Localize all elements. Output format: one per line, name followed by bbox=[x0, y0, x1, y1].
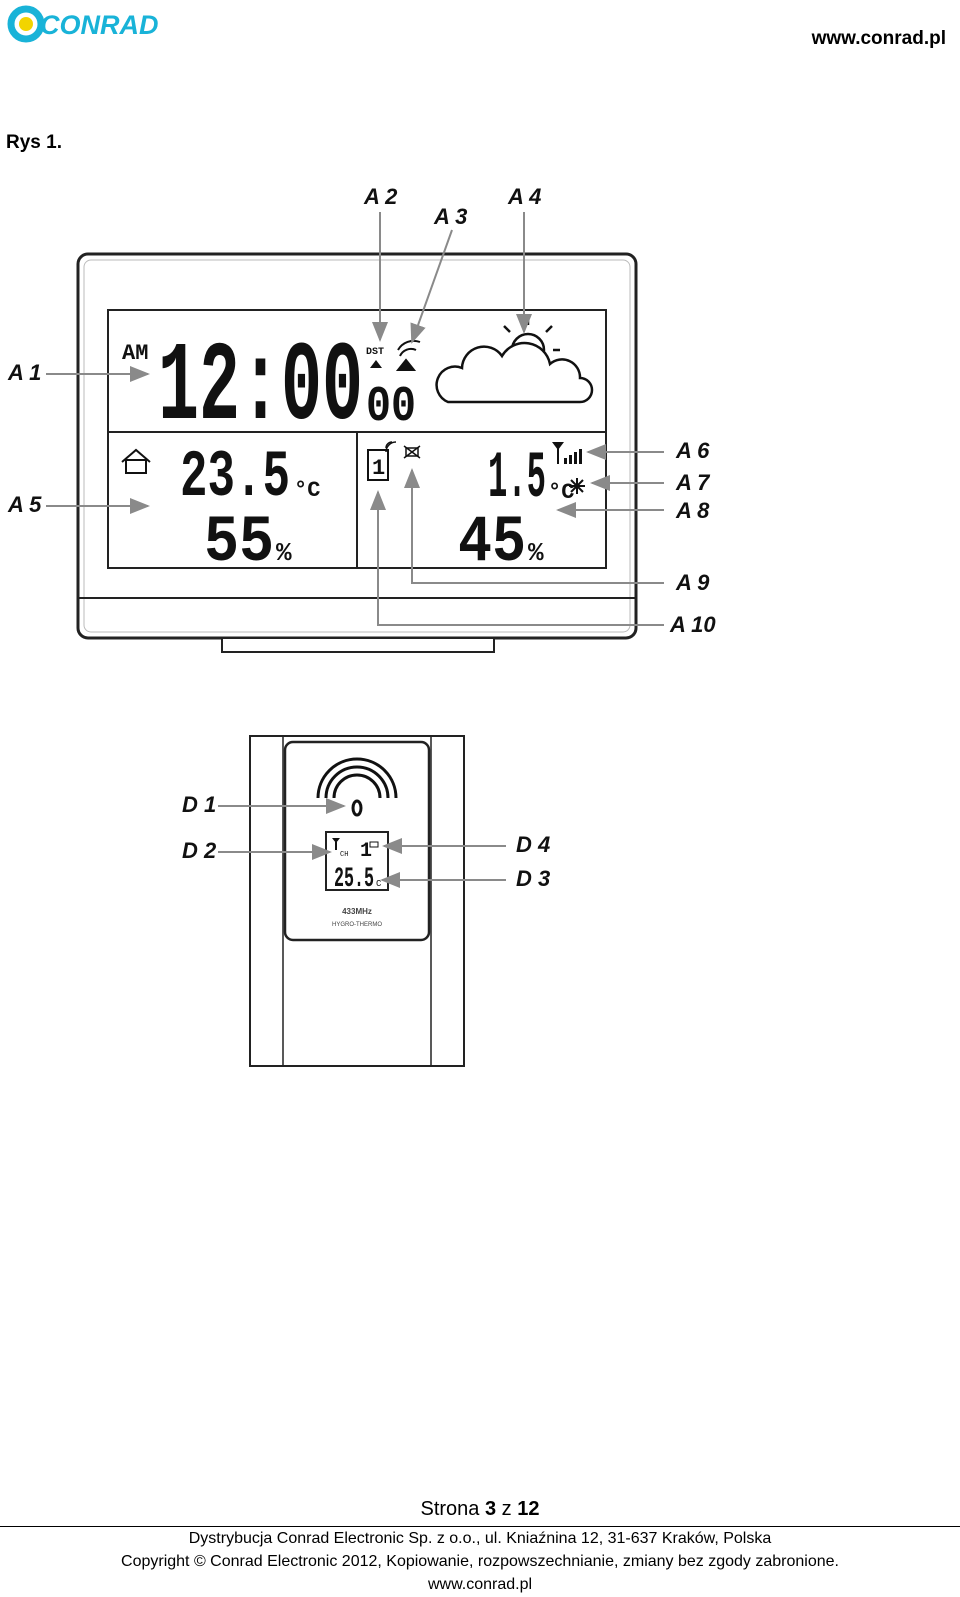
label-a1: A 1 bbox=[7, 360, 41, 385]
sensor-signal-icon bbox=[385, 441, 397, 453]
indoor-humidity: 55 bbox=[204, 505, 274, 580]
sensor-frequency: 433MHz bbox=[342, 907, 372, 916]
site-url: www.conrad.pl bbox=[811, 28, 946, 49]
logo-text: CONRAD bbox=[40, 10, 159, 40]
conrad-logo: CONRAD bbox=[7, 5, 159, 43]
footer-divider bbox=[0, 1526, 960, 1527]
callout-arrows bbox=[46, 212, 664, 626]
page-separator: z bbox=[496, 1498, 518, 1520]
page-current: 3 bbox=[484, 1498, 497, 1520]
indoor-humidity-unit: % bbox=[276, 538, 292, 568]
footer-url: www.conrad.pl bbox=[427, 1576, 533, 1593]
label-d2: D 2 bbox=[182, 838, 217, 863]
outdoor-humidity-unit: % bbox=[528, 538, 544, 568]
alarm-bell-icon bbox=[370, 360, 382, 368]
remote-sensor bbox=[249, 735, 465, 1067]
dst-indicator: DST bbox=[366, 347, 384, 358]
sensor-temperature-unit: C bbox=[376, 879, 382, 889]
indoor-temperature-unit: °C bbox=[294, 478, 320, 503]
outdoor-temperature: 1.5 bbox=[488, 441, 546, 516]
indoor-temperature: 23.5 bbox=[180, 440, 290, 515]
label-a5: A 5 bbox=[7, 492, 42, 517]
device-diagram: AM 12:00 DST 00 23.5 °C 55 % 1 1.5 °C bbox=[7, 184, 716, 1067]
channel-number: 1 bbox=[372, 456, 385, 481]
label-a6: A 6 bbox=[675, 438, 710, 463]
sensor-callout-arrows bbox=[218, 798, 506, 888]
clock-time: 12:00 bbox=[158, 325, 363, 452]
reception-bars-icon bbox=[552, 442, 582, 464]
sensor-channel: 1 bbox=[360, 840, 372, 863]
label-d1: D 1 bbox=[182, 792, 216, 817]
sensor-temperature: 25.5 bbox=[334, 864, 374, 895]
transmit-waves-icon bbox=[316, 757, 398, 817]
figure-title: Rys 1. bbox=[6, 132, 62, 153]
label-a10: A 10 bbox=[669, 612, 716, 637]
sensor-ch-label: CH bbox=[340, 851, 348, 859]
channel-box bbox=[367, 449, 389, 481]
base-station bbox=[76, 252, 638, 653]
am-pm-indicator: AM bbox=[122, 341, 148, 366]
footer-copyright: Copyright © Conrad Electronic 2012, Kopi… bbox=[121, 1553, 839, 1570]
outdoor-temperature-unit: °C bbox=[548, 480, 574, 505]
label-a8: A 8 bbox=[675, 498, 710, 523]
label-a7: A 7 bbox=[675, 470, 711, 495]
label-a9: A 9 bbox=[675, 570, 710, 595]
page-number: Strona 3 z 12 bbox=[0, 1498, 960, 1521]
label-a2: A 2 bbox=[363, 184, 398, 209]
sensor-model: HYGRO-THERMO bbox=[332, 922, 382, 928]
weather-cloud-sun-icon bbox=[435, 318, 594, 404]
battery-low-icon bbox=[403, 445, 421, 459]
label-a3: A 3 bbox=[433, 204, 467, 229]
label-d3: D 3 bbox=[516, 866, 550, 891]
label-d4: D 4 bbox=[516, 832, 550, 857]
sensor-antenna-icon bbox=[332, 838, 340, 850]
frost-snowflake-icon bbox=[569, 478, 585, 494]
clock-seconds: 00 bbox=[366, 379, 416, 436]
sensor-battery-icon bbox=[369, 841, 379, 848]
label-a4: A 4 bbox=[507, 184, 541, 209]
home-icon bbox=[121, 448, 151, 474]
page-total: 12 bbox=[517, 1498, 540, 1520]
outdoor-humidity: 45 bbox=[458, 505, 526, 580]
footer-address: Dystrybucja Conrad Electronic Sp. z o.o.… bbox=[188, 1530, 772, 1547]
page-prefix: Strona bbox=[420, 1498, 485, 1520]
